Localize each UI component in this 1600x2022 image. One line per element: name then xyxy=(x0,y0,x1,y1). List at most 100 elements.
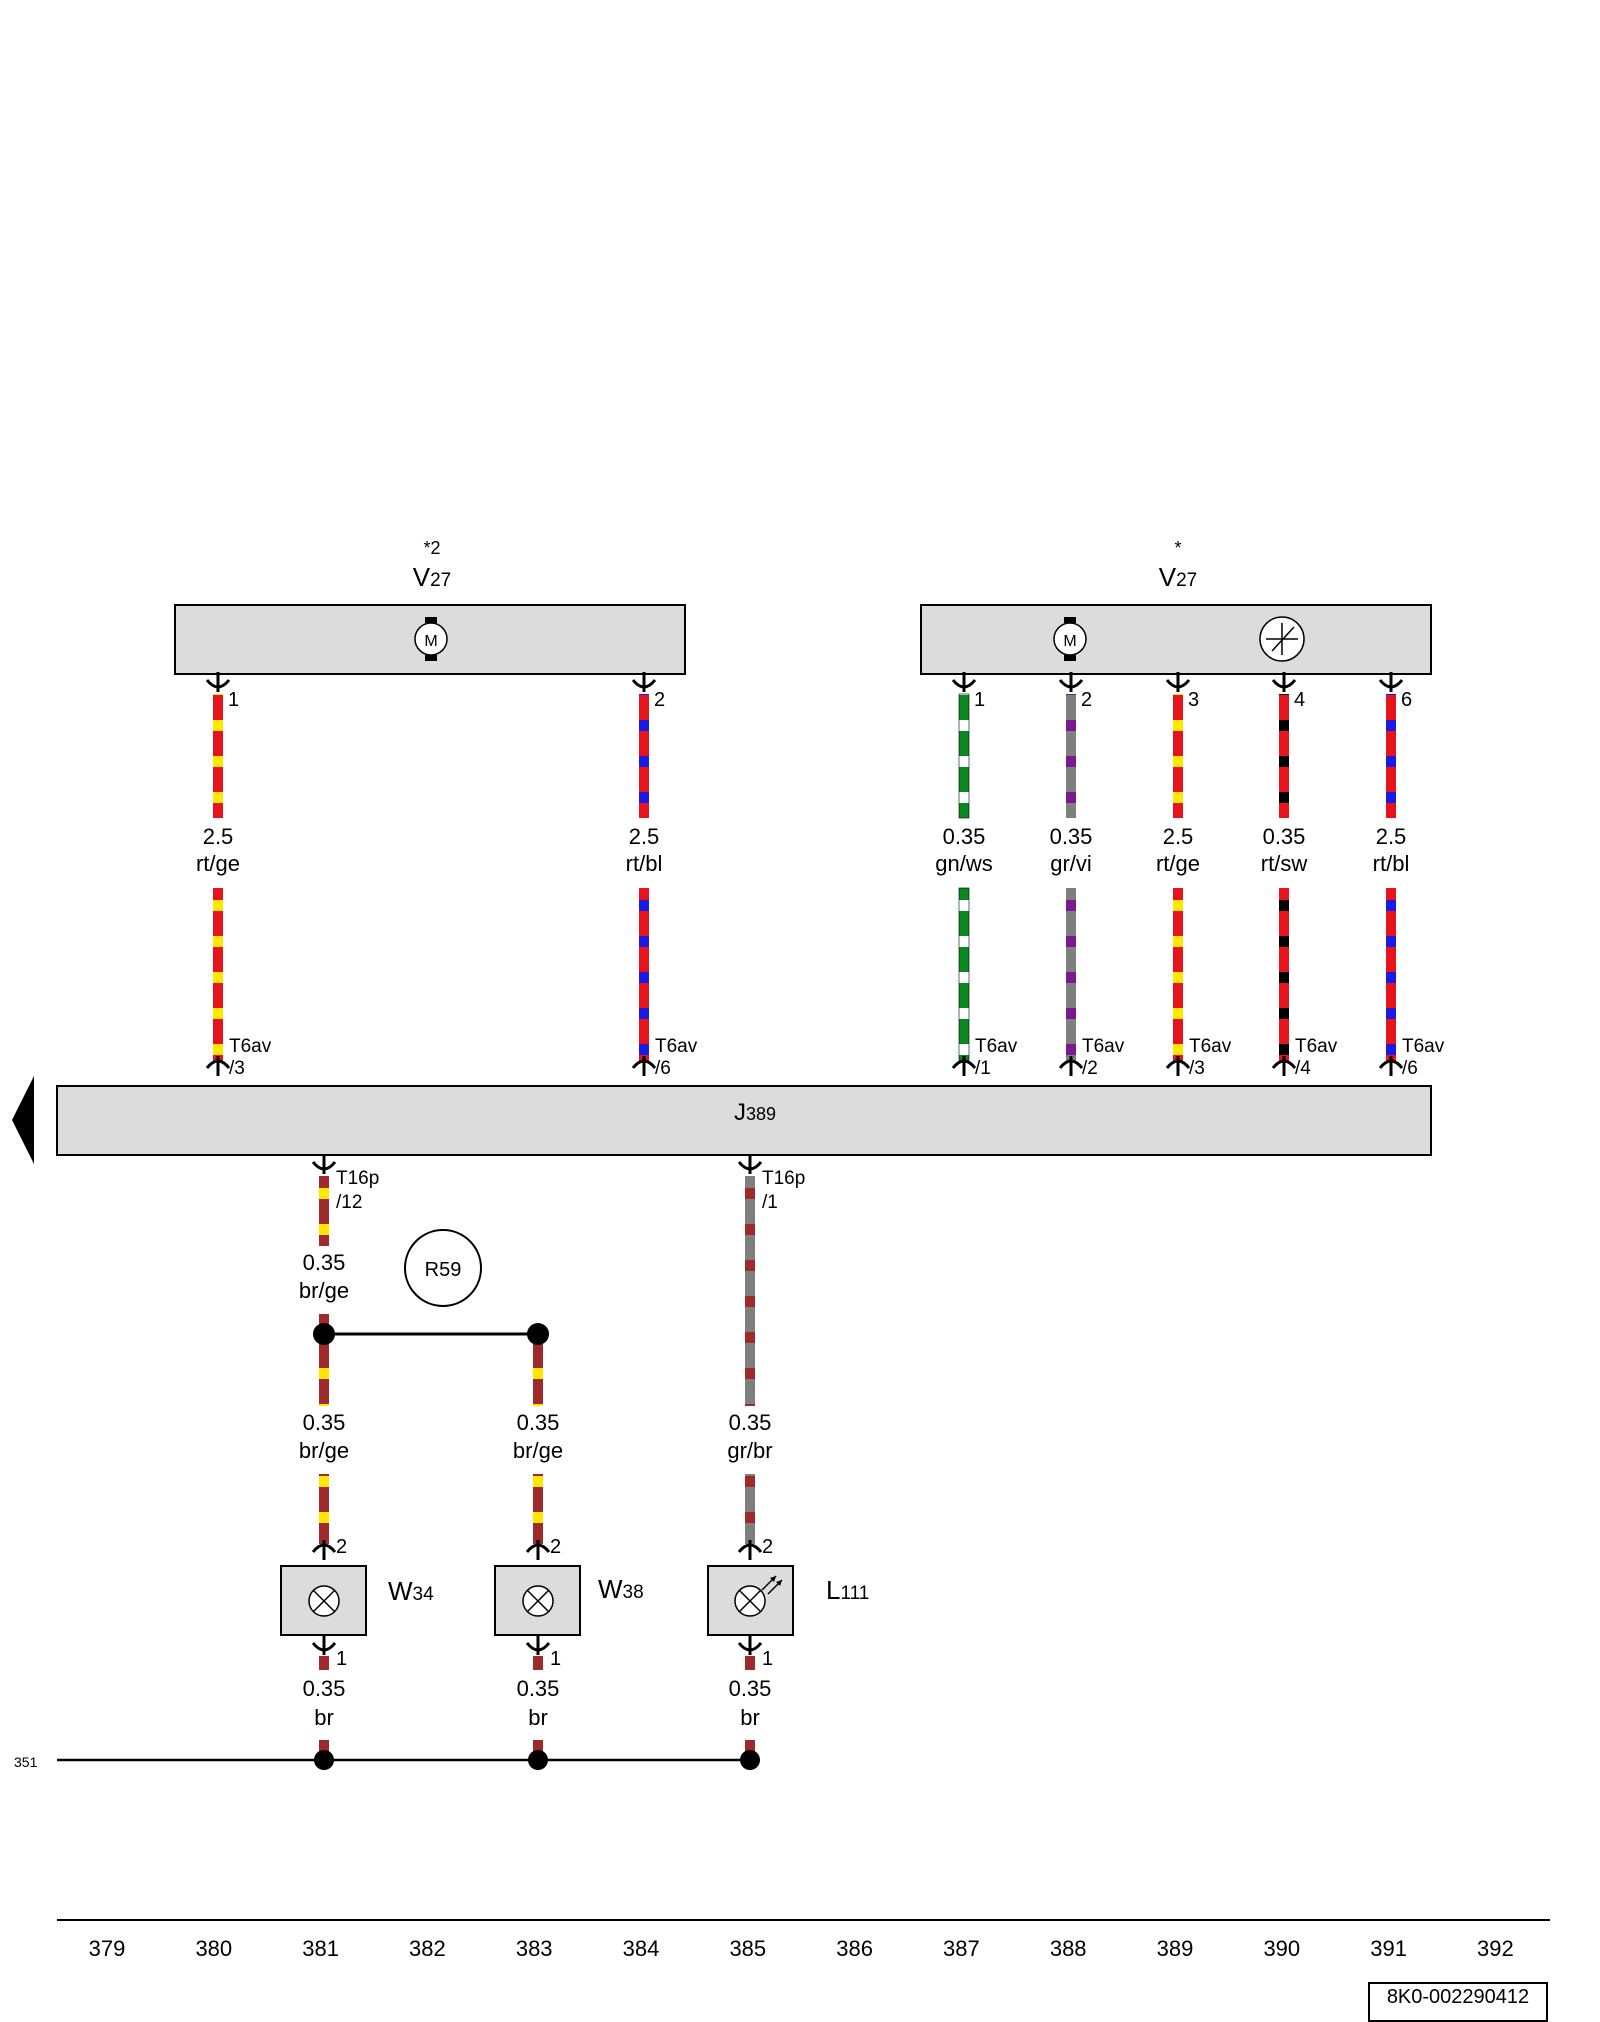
connector-name: T6av xyxy=(1295,1036,1338,1057)
pin-number: 4 xyxy=(1294,689,1305,711)
lower-wire-group: T16p/120.35br/ge0.35br/ge210.35br0.35br/… xyxy=(299,1154,805,1760)
wire-color: br/ge xyxy=(513,1438,563,1463)
connector-pin-number: /3 xyxy=(229,1058,245,1079)
wire-size: 2.5 xyxy=(203,824,234,849)
ruler-number: 387 xyxy=(943,1936,980,1961)
v27-right-box xyxy=(920,604,1432,675)
wire-color: gn/ws xyxy=(935,851,992,876)
connector-name: T6av xyxy=(975,1036,1018,1057)
wire-size: 0.35 xyxy=(729,1676,772,1701)
wire-color: rt/ge xyxy=(1156,851,1200,876)
v27-left-marker: *2 xyxy=(423,538,440,558)
wire-segment xyxy=(745,1474,755,1544)
pin-number: 2 xyxy=(336,1536,347,1558)
wire-segment xyxy=(213,888,223,1062)
svg-text:M: M xyxy=(1063,633,1076,650)
wire-color: gr/br xyxy=(727,1438,772,1463)
wire-size: 0.35 xyxy=(1050,824,1093,849)
wire-segment xyxy=(319,1176,329,1246)
upper-wire-group: 12.5rt/geT6av/322.5rt/blT6av/610.35gn/ws… xyxy=(196,672,1445,1079)
w34-label: W34 xyxy=(388,1576,434,1606)
ruler-number: 386 xyxy=(836,1936,873,1961)
w34-lamp xyxy=(280,1565,367,1636)
connector-pin-number: /3 xyxy=(1189,1058,1205,1079)
wire-segment xyxy=(533,1334,543,1406)
wire-segment xyxy=(1066,888,1076,1062)
pin-number: 3 xyxy=(1188,689,1199,711)
pin-number: 6 xyxy=(1401,689,1412,711)
pin-number: 1 xyxy=(762,1648,773,1670)
wire-color: rt/bl xyxy=(626,851,663,876)
wire-color: rt/ge xyxy=(196,851,240,876)
l111-label: L111 xyxy=(826,1575,869,1605)
wire-size: 0.35 xyxy=(303,1410,346,1435)
j389-label: J389 xyxy=(734,1099,776,1126)
v27-left-label: V27 xyxy=(413,562,451,592)
ruler-number: 390 xyxy=(1263,1936,1300,1961)
ruler-number: 379 xyxy=(89,1936,126,1961)
connector-name: T16p xyxy=(762,1168,805,1189)
continuation-arrow-icon xyxy=(12,1076,34,1164)
wire-size: 2.5 xyxy=(1163,824,1194,849)
v27-right-label: V27 xyxy=(1159,562,1197,592)
hall-sensor-icon xyxy=(1259,616,1305,662)
svg-text:M: M xyxy=(424,633,437,650)
wire-segment xyxy=(745,1176,755,1406)
ruler-number: 391 xyxy=(1370,1936,1407,1961)
ground-ref-label: 351 xyxy=(14,1754,38,1770)
ruler-number: 382 xyxy=(409,1936,446,1961)
pin-number: 2 xyxy=(654,689,665,711)
r59-label: R59 xyxy=(425,1259,462,1281)
wire-segment xyxy=(1066,694,1076,818)
pin-number: 1 xyxy=(550,1648,561,1670)
connector-pin-number: /4 xyxy=(1295,1058,1311,1079)
ground-junction xyxy=(528,1750,548,1770)
wire-color: br/ge xyxy=(299,1278,349,1303)
connector-name: T6av xyxy=(229,1036,272,1057)
wire-segment xyxy=(213,694,223,818)
wire-size: 0.35 xyxy=(517,1410,560,1435)
connector-pin-number: /1 xyxy=(975,1058,991,1079)
pin-number: 1 xyxy=(228,689,239,711)
document-id: 8K0-002290412 xyxy=(1368,1982,1548,2022)
r59-reference xyxy=(404,1229,482,1307)
wire-color: br xyxy=(528,1705,548,1730)
motor-icon: M xyxy=(1053,617,1087,661)
ruler-number: 383 xyxy=(516,1936,553,1961)
wire-segment xyxy=(1386,694,1396,818)
j389-module xyxy=(56,1085,1432,1156)
pin-number: 1 xyxy=(336,1648,347,1670)
w38-lamp xyxy=(494,1565,581,1636)
ruler-number: 384 xyxy=(623,1936,660,1961)
wire-segment xyxy=(745,1656,755,1670)
wire-segment xyxy=(639,694,649,818)
wire-size: 0.35 xyxy=(517,1676,560,1701)
wire-segment xyxy=(1173,694,1183,818)
wire-segment xyxy=(1173,888,1183,1062)
connector-pin-number: /6 xyxy=(655,1058,671,1079)
pin-number: 2 xyxy=(550,1536,561,1558)
wire-size: 0.35 xyxy=(1263,824,1306,849)
motor-icon: M xyxy=(414,617,448,661)
wire-segment xyxy=(1279,888,1289,1062)
wire-segment xyxy=(319,1474,329,1544)
wire-size: 0.35 xyxy=(943,824,986,849)
lower-column: 0.35 br/ge 2 1 0.35 br xyxy=(513,1323,563,1760)
connector-name: T16p xyxy=(336,1168,379,1189)
ground-junction xyxy=(314,1750,334,1770)
wire-color: br xyxy=(740,1705,760,1730)
connector-name: T6av xyxy=(1189,1036,1232,1057)
wire-color: rt/sw xyxy=(1261,851,1308,876)
wire-segment xyxy=(533,1656,543,1670)
wire-segment xyxy=(639,888,649,1062)
wire-color: br/ge xyxy=(299,1438,349,1463)
